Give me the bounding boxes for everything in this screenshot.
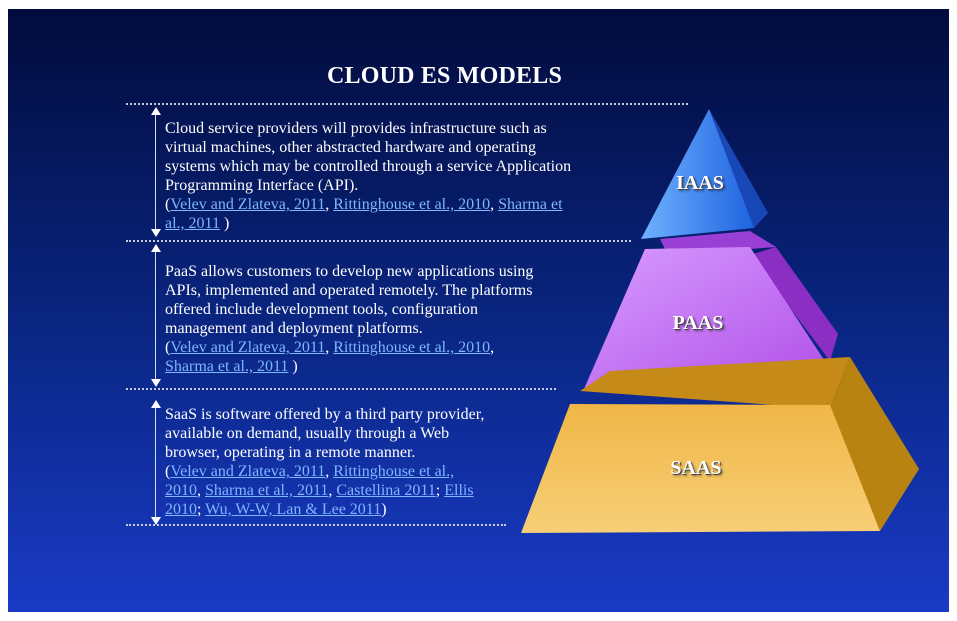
- citation-punctuation: ;: [435, 482, 445, 499]
- citation-link[interactable]: al., 2011: [165, 215, 220, 232]
- citation-link[interactable]: Rittinghouse et al., 2010: [333, 196, 491, 213]
- saas-label: SAAS: [670, 457, 722, 479]
- citation-link[interactable]: Sharma et al., 2011: [165, 358, 289, 375]
- slide: CLOUD ES MODELS Cloud service providers …: [8, 9, 949, 612]
- citation-punctuation: ,: [490, 339, 495, 356]
- arrow-up-paas: [151, 244, 161, 252]
- citation-link[interactable]: Wu, W-W, Lan & Lee 2011: [205, 501, 382, 518]
- desc-line: systems which may be controlled through …: [165, 158, 572, 175]
- citation-link[interactable]: Ellis: [444, 482, 474, 499]
- desc-line: APIs, implemented and operated remotely.…: [165, 282, 533, 299]
- reference-line: al., 2011 ): [165, 214, 571, 233]
- citation-punctuation: ,: [325, 339, 334, 356]
- paas-front-face: [584, 247, 830, 389]
- citation-link[interactable]: Velev and Zlateva, 2011: [170, 339, 326, 356]
- citation-punctuation: ,: [328, 482, 337, 499]
- desc-line: virtual machines, other abstracted hardw…: [165, 139, 536, 156]
- arrow-down-iaas: [151, 229, 161, 237]
- iaas-references: (Velev and Zlateva, 2011, Rittinghouse e…: [165, 195, 571, 233]
- desc-line: offered include development tools, confi…: [165, 301, 478, 318]
- bracket-saas: [155, 403, 156, 519]
- paas-label: PAAS: [672, 312, 724, 334]
- paas-side-face: [750, 247, 838, 361]
- citation-punctuation: (: [165, 339, 171, 356]
- citation-punctuation: ,: [197, 482, 205, 499]
- citation-link[interactable]: Velev and Zlateva, 2011: [170, 463, 326, 480]
- saas-front-face: [521, 404, 880, 533]
- citation-punctuation: ;: [197, 501, 206, 518]
- slide-title: CLOUD ES MODELS: [326, 63, 563, 89]
- saas-references: (Velev and Zlateva, 2011, Rittinghouse e…: [165, 462, 484, 519]
- reference-line: (Velev and Zlateva, 2011, Rittinghouse e…: [165, 338, 533, 357]
- citation-link[interactable]: Sharma et: [498, 196, 563, 213]
- arrow-up-saas: [151, 400, 161, 408]
- citation-punctuation: ,: [325, 196, 334, 213]
- citation-link[interactable]: 2010: [165, 482, 197, 499]
- desc-line: SaaS is software offered by a third part…: [165, 406, 485, 423]
- separator-top: [126, 103, 688, 105]
- citation-link[interactable]: 2010: [165, 501, 197, 518]
- reference-line: (Velev and Zlateva, 2011, Rittinghouse e…: [165, 462, 484, 481]
- citation-link[interactable]: Velev and Zlateva, 2011: [170, 196, 326, 213]
- citation-link[interactable]: Rittinghouse et al., 2010: [333, 339, 491, 356]
- desc-line: available on demand, usually through a W…: [165, 425, 450, 442]
- iaas-description: Cloud service providers will provides in…: [165, 119, 571, 233]
- iaas-label: IAAS: [676, 172, 724, 194]
- arrow-up-iaas: [151, 107, 161, 115]
- bracket-paas: [155, 247, 156, 381]
- arrow-down-paas: [151, 379, 161, 387]
- cloud-pyramid: [521, 109, 919, 533]
- citation-punctuation: ): [381, 501, 387, 518]
- reference-line: 2010; Wu, W-W, Lan & Lee 2011): [165, 500, 484, 519]
- separator-iaas-paas: [126, 240, 631, 242]
- arrow-down-saas: [151, 517, 161, 525]
- separator-bottom: [126, 524, 506, 526]
- saas-side-face: [830, 357, 919, 531]
- separator-paas-saas: [126, 388, 556, 390]
- citation-punctuation: ,: [325, 463, 334, 480]
- citation-punctuation: ,: [490, 196, 499, 213]
- citation-link[interactable]: Castellina 2011: [336, 482, 436, 499]
- citation-punctuation: ): [219, 215, 230, 232]
- desc-line: Programming Interface (API).: [165, 177, 359, 194]
- desc-line: browser, operating in a remote manner.: [165, 444, 416, 461]
- citation-link[interactable]: Sharma et al., 2011: [205, 482, 329, 499]
- paas-description: PaaS allows customers to develop new app…: [165, 262, 533, 376]
- saas-top-face: [580, 357, 850, 409]
- citation-punctuation: (: [165, 196, 171, 213]
- desc-line: PaaS allows customers to develop new app…: [165, 263, 534, 280]
- citation-punctuation: ): [288, 358, 298, 375]
- bracket-iaas: [155, 109, 156, 233]
- desc-line: Cloud service providers will provides in…: [165, 120, 547, 137]
- citation-punctuation: (: [165, 463, 171, 480]
- iaas-side-face: [709, 109, 768, 228]
- reference-line: 2010, Sharma et al., 2011, Castellina 20…: [165, 481, 484, 500]
- paas-references: (Velev and Zlateva, 2011, Rittinghouse e…: [165, 338, 533, 376]
- reference-line: Sharma et al., 2011 ): [165, 357, 533, 376]
- saas-description: SaaS is software offered by a third part…: [165, 405, 484, 519]
- desc-line: management and deployment platforms.: [165, 320, 423, 337]
- iaas-front-face: [641, 109, 754, 239]
- citation-link[interactable]: Rittinghouse et al.,: [333, 463, 455, 480]
- reference-line: (Velev and Zlateva, 2011, Rittinghouse e…: [165, 195, 571, 214]
